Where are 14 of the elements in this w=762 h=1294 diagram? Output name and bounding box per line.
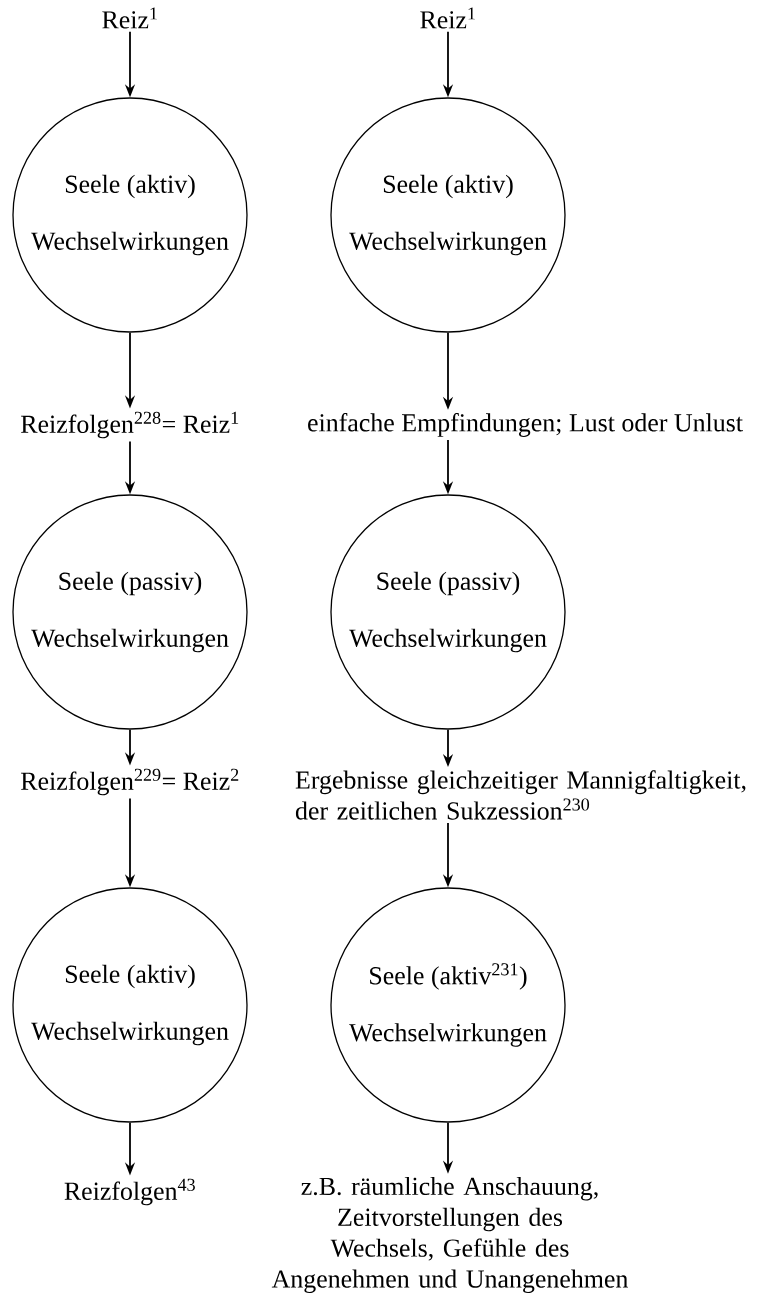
- circle-node: Seele (aktiv$^{231}$) Wechselwirkungen: [330, 887, 566, 1123]
- circle-node: Seele (passiv) Wechselwirkungen: [330, 494, 566, 730]
- caption-text: Reiz$^{1}$: [102, 7, 157, 29]
- caption-text: Reizfolgen$^{229}$= Reiz$^{2}$: [21, 768, 239, 796]
- caption-text: z.B. räumliche Anschauung, Zeitvorstellungen des Wechsels, Gefühle des Angenehmen und Unangenehmen: [271, 1176, 628, 1294]
- caption-text: Reiz$^{1}$: [420, 7, 475, 29]
- circle-node: Seele (aktiv) Wechselwirkungen: [330, 97, 566, 333]
- circle-node: Seele (aktiv) Wechselwirkungen: [12, 887, 248, 1123]
- caption-text: Reizfolgen$^{228}$= Reiz$^{1}$: [21, 411, 239, 439]
- circle-node: Seele (passiv) Wechselwirkungen: [12, 494, 248, 730]
- caption-text: Reizfolgen$^{43}$: [64, 1178, 195, 1206]
- caption-text: Ergebnisse gleichzeitiger Mannigfaltigkeit, der zeitlichen Sukzession$^{230}$: [295, 770, 746, 820]
- caption-text: einfache Empfindungen; Lust oder Unlust: [308, 413, 743, 437]
- circle-node: Seele (aktiv) Wechselwirkungen: [12, 97, 248, 333]
